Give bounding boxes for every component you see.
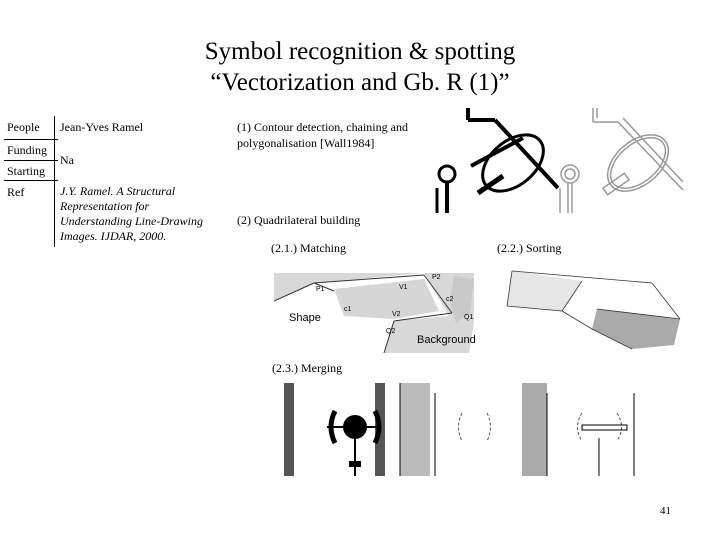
merging-panel-original [284,383,385,476]
background-label: Background [417,334,476,346]
slide-title-line1: Symbol recognition & spotting [204,38,516,65]
ref-line3: Understanding Line-Drawing [60,214,204,228]
step23-label: (2.3.) Merging [272,361,343,375]
p2-label: P2 [432,274,441,281]
row-divider [4,160,58,161]
row-divider [4,180,58,181]
step1-line1: (1) Contour detection, chaining and [237,120,408,134]
ref-line2: Representation for [60,199,150,213]
row-divider [4,139,58,140]
ref-line4: Images. IJDAR, 2000. [60,229,167,243]
step1-line2: polygonalisation [Wall1984] [237,136,375,150]
q1-label: Q1 [464,314,473,321]
funding-value: Na [60,153,74,167]
people-value: Jean-Yves Ramel [60,120,144,134]
c1-label: c1 [344,306,352,313]
page-number: 41 [660,505,671,517]
matching-diagram: Shape Background P1 P2 V1 V2 Q1 Q2 c1 c2 [274,261,486,353]
q2-label: Q2 [386,328,395,335]
merging-panel-contour [399,383,491,476]
starting-label: Starting [7,164,45,178]
shape-label: Shape [289,312,321,324]
people-label: People [7,120,40,134]
p1-label: P1 [316,286,325,293]
merging-panel-merged [522,383,635,476]
vectorization-figure [433,108,683,213]
contour-drawing-image [559,108,683,213]
funding-label: Funding [7,143,48,157]
v1-label: V1 [399,284,408,291]
sorting-diagram [502,261,682,353]
merging-figure [277,383,637,476]
c2-label: c2 [446,296,454,303]
step2-label: (2) Quadrilateral building [237,213,361,227]
step22-label: (2.2.) Sorting [497,241,562,255]
ref-line1: J.Y. Ramel. A Structural [60,184,176,198]
table-divider [54,116,55,247]
step21-label: (2.1.) Matching [271,241,346,255]
ref-label: Ref [7,185,25,199]
black-drawing-image [435,108,560,213]
slide-title-line2: “Vectorization and Gb. R (1)” [210,69,510,96]
v2-label: V2 [392,311,401,318]
